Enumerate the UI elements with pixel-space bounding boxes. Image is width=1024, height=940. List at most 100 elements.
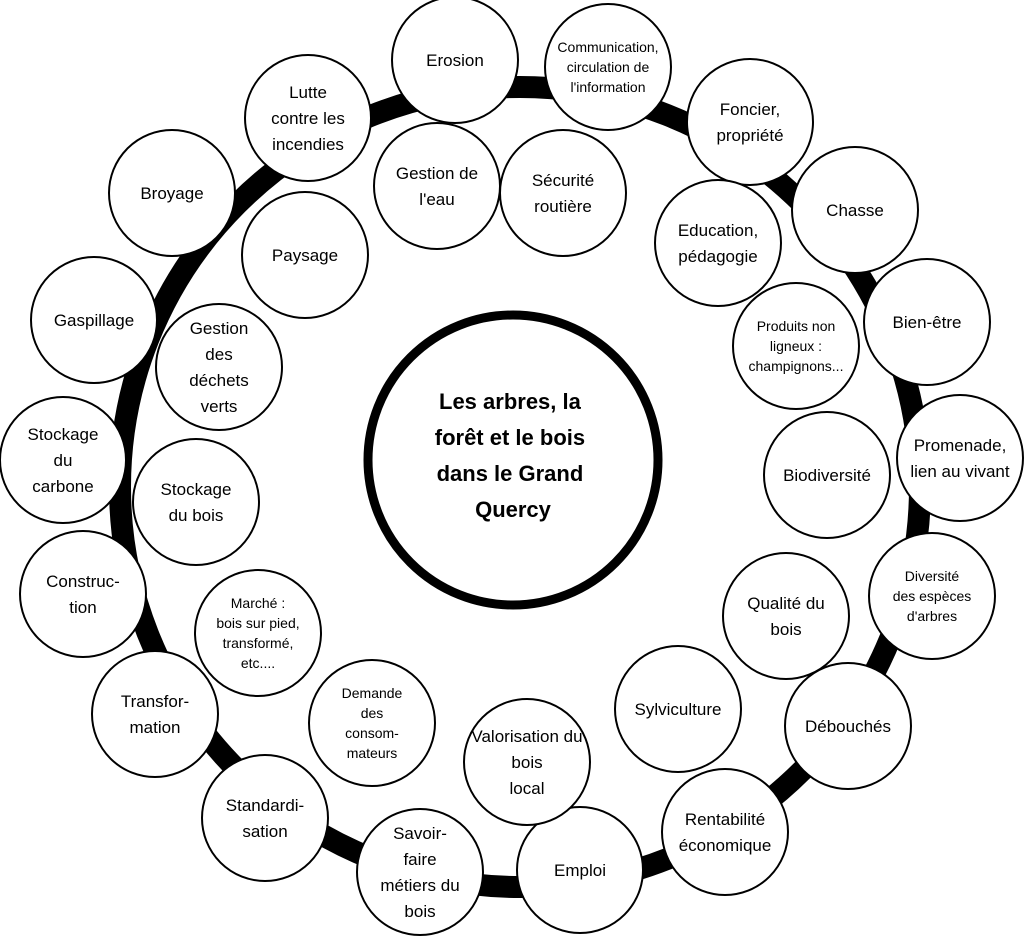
inner-node-sylviculture: Sylviculture [614, 645, 742, 773]
inner-node-label-line: Sécurité [532, 171, 594, 190]
outer-node-label-line: lien au vivant [910, 462, 1010, 481]
inner-node-label-line: Gestion de [396, 164, 478, 183]
center-title-line: Les arbres, la [439, 389, 582, 414]
outer-node-circle [863, 258, 991, 386]
outer-node-label-line: l'information [570, 79, 645, 95]
outer-node-label: Standardi-sation [226, 796, 304, 841]
inner-node-label-line: Education, [678, 221, 758, 240]
inner-node-circle [194, 569, 322, 697]
outer-node-circle [91, 650, 219, 778]
inner-node-paysage: Paysage [241, 191, 369, 319]
outer-node-label-line: Lutte [289, 83, 327, 102]
center-title-line: forêt et le bois [435, 425, 585, 450]
inner-node-label-line: mateurs [347, 745, 398, 761]
outer-node-circle [201, 754, 329, 882]
inner-node-label-line: bois sur pied, [216, 615, 299, 631]
outer-node-label-line: mation [129, 718, 180, 737]
outer-node-label-line: Diversité [905, 568, 960, 584]
inner-node-label-line: Valorisation du [471, 727, 582, 746]
inner-node-circle [241, 191, 369, 319]
inner-node-label-line: déchets [189, 371, 249, 390]
inner-node-label-line: Paysage [272, 246, 338, 265]
outer-node-broyage: Broyage [108, 129, 236, 257]
outer-node-circle [244, 54, 372, 182]
inner-node-label-line: Demande [342, 685, 403, 701]
inner-node-label-line: Stockage [161, 480, 232, 499]
center-node: Les arbres, la forêt et le bois dans le … [363, 310, 663, 610]
outer-node-standardisation: Standardi-sation [201, 754, 329, 882]
inner-node-label-line: du bois [169, 506, 224, 525]
outer-node-circle [108, 129, 236, 257]
outer-node-circle [686, 58, 814, 186]
outer-node-label-line: Construc- [46, 572, 120, 591]
outer-node-construction: Construc-tion [19, 530, 147, 658]
outer-node-label-line: du [54, 451, 73, 470]
inner-node-label: Biodiversité [783, 466, 871, 485]
inner-node-label-line: Gestion [190, 319, 249, 338]
outer-node-label: Construc-tion [46, 572, 120, 617]
outer-node-label: Débouchés [805, 717, 891, 736]
outer-node-label-line: Standardi- [226, 796, 304, 815]
outer-node-label-line: Bien-être [893, 313, 962, 332]
outer-node-bien-etre: Bien-être [863, 258, 991, 386]
outer-node-circle [516, 806, 644, 934]
inner-node-label: Education, pédagogie [678, 221, 758, 266]
outer-node-label: Broyage [140, 184, 203, 203]
outer-node-label-line: Foncier, [720, 100, 780, 119]
outer-node-circle [391, 0, 519, 124]
outer-node-emploi: Emploi [516, 806, 644, 934]
inner-node-label-line: des [361, 705, 384, 721]
inner-node-label: Marché :bois sur pied,transformé,etc.... [216, 595, 299, 671]
inner-node-label-line: local [510, 779, 545, 798]
inner-node-label-line: Sylviculture [635, 700, 722, 719]
inner-node-label-line: verts [201, 397, 238, 416]
inner-node-label: Sylviculture [635, 700, 722, 719]
inner-node-circle [499, 129, 627, 257]
outer-node-label: Bien-être [893, 313, 962, 332]
inner-node-circle [308, 659, 436, 787]
inner-node-circle [654, 179, 782, 307]
outer-node-label: Foncier,propriété [716, 100, 783, 145]
outer-node-label-line: bois [404, 902, 435, 921]
outer-node-label-line: Gaspillage [54, 311, 134, 330]
outer-node-label-line: Rentabilité [685, 810, 765, 829]
outer-node-foncier: Foncier,propriété [686, 58, 814, 186]
outer-node-circle [544, 3, 672, 131]
inner-node-stockage-bois: Stockage du bois [132, 438, 260, 566]
inner-node-label: Stockage du bois [161, 480, 232, 525]
outer-node-label: Transfor-mation [121, 692, 189, 737]
outer-node-label-line: économique [679, 836, 772, 855]
inner-node-label-line: pédagogie [678, 247, 757, 266]
outer-node-label-line: contre les [271, 109, 345, 128]
outer-node-rentabilite: Rentabilité économique [661, 768, 789, 896]
inner-node-label-line: Biodiversité [783, 466, 871, 485]
inner-node-circle [763, 411, 891, 539]
outer-node-label-line: Communication, [557, 39, 658, 55]
outer-node-label-line: des espèces [893, 588, 972, 604]
outer-node-label-line: Promenade, [914, 436, 1007, 455]
outer-node-label: Rentabilité économique [679, 810, 772, 855]
outer-node-circle [661, 768, 789, 896]
outer-node-circle [784, 662, 912, 790]
inner-node-label-line: Marché : [231, 595, 285, 611]
outer-node-chasse: Chasse [791, 146, 919, 274]
center-title-line: dans le Grand [437, 461, 584, 486]
outer-node-label-line: faire [403, 850, 436, 869]
center-title: Les arbres, la forêt et le bois dans le … [435, 389, 591, 522]
outer-node-erosion: Erosion [391, 0, 519, 124]
outer-node-promenade: Promenade, lien au vivant [896, 394, 1024, 522]
outer-node-circle [356, 808, 484, 936]
